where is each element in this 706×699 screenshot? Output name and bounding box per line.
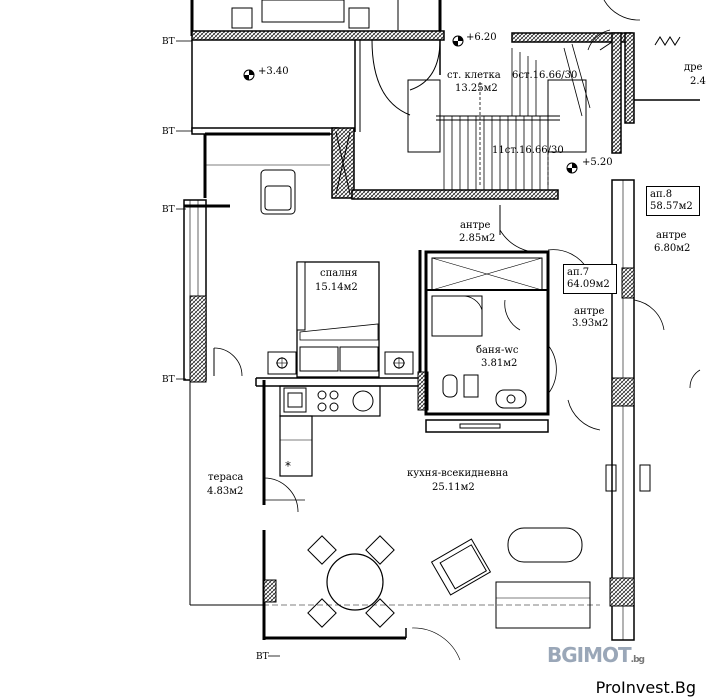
antre-hall-name: антре bbox=[460, 220, 491, 231]
bedroom-area: 15.14м2 bbox=[315, 282, 358, 293]
bathroom bbox=[424, 250, 557, 433]
top-room bbox=[190, 0, 445, 41]
ap8-box: ап.8 58.57м2 bbox=[646, 186, 700, 216]
watermark-logo-text: BGIMOT bbox=[547, 643, 632, 667]
kitchen-living-area: 25.11м2 bbox=[432, 482, 475, 493]
bed bbox=[267, 261, 414, 378]
level-markers bbox=[243, 35, 578, 174]
left-upper-walls bbox=[191, 40, 441, 132]
stairs-upper-label: 6ст.16.66/30 bbox=[512, 70, 578, 81]
dining-set bbox=[307, 527, 591, 629]
ap7-box: ап.7 64.09м2 bbox=[563, 264, 617, 294]
bt-label-3: ВТ bbox=[162, 205, 175, 215]
antre-hall-area: 2.85м2 bbox=[459, 233, 496, 244]
bathroom-area: 3.81м2 bbox=[481, 358, 518, 369]
bedroom-band-walls bbox=[191, 127, 559, 215]
stairs-lower-label: 11ст.16.66/30 bbox=[492, 145, 564, 156]
bedroom-name: спалня bbox=[320, 268, 358, 279]
dressing-name: дре bbox=[684, 62, 703, 73]
ap8-area: 58.57м2 bbox=[650, 201, 693, 212]
left-exterior-wall bbox=[183, 199, 600, 606]
antre-ap8-area: 6.80м2 bbox=[654, 243, 691, 254]
watermark-logo: BGIMOT.bg bbox=[547, 643, 645, 667]
bt-markers bbox=[176, 40, 280, 657]
terrace-door bbox=[213, 347, 305, 640]
antre-ap7-name: антре bbox=[574, 306, 605, 317]
terrace-name: тераса bbox=[208, 472, 244, 483]
watermark-tld: .bg bbox=[630, 655, 645, 665]
kitchen-counter: * bbox=[279, 385, 381, 477]
watermark-site: ProInvest.Bg bbox=[595, 678, 696, 697]
svg-text:*: * bbox=[285, 459, 291, 473]
bt-label-1: ВТ bbox=[162, 37, 175, 47]
stairwell bbox=[371, 0, 700, 190]
dressing-area: 2.4 bbox=[690, 76, 706, 87]
stairwell-name: ст. клетка bbox=[447, 70, 501, 81]
bt-label-2: ВТ bbox=[162, 127, 175, 137]
terrace-area: 4.83м2 bbox=[207, 486, 244, 497]
level-340-label: +3.40 bbox=[258, 66, 289, 77]
stairwell-area: 13.25м2 bbox=[455, 83, 498, 94]
bottom-walls bbox=[264, 627, 461, 661]
bt-label-5: ВТ bbox=[256, 652, 269, 662]
ap7-area: 64.09м2 bbox=[567, 279, 610, 290]
ap8-name: ап.8 bbox=[650, 189, 673, 200]
level-520-label: +5.20 bbox=[582, 157, 613, 168]
apartment-divider bbox=[605, 179, 701, 641]
bathroom-name: баня-wc bbox=[476, 345, 519, 356]
bt-label-4: ВТ bbox=[162, 375, 175, 385]
level-620-label: +6.20 bbox=[466, 32, 497, 43]
kitchen-living-name: кухня-всекидневна bbox=[407, 468, 509, 479]
antre-ap8-name: антре bbox=[656, 230, 687, 241]
antre-ap7-area: 3.93м2 bbox=[572, 318, 609, 329]
ap7-name: ап.7 bbox=[567, 267, 590, 278]
